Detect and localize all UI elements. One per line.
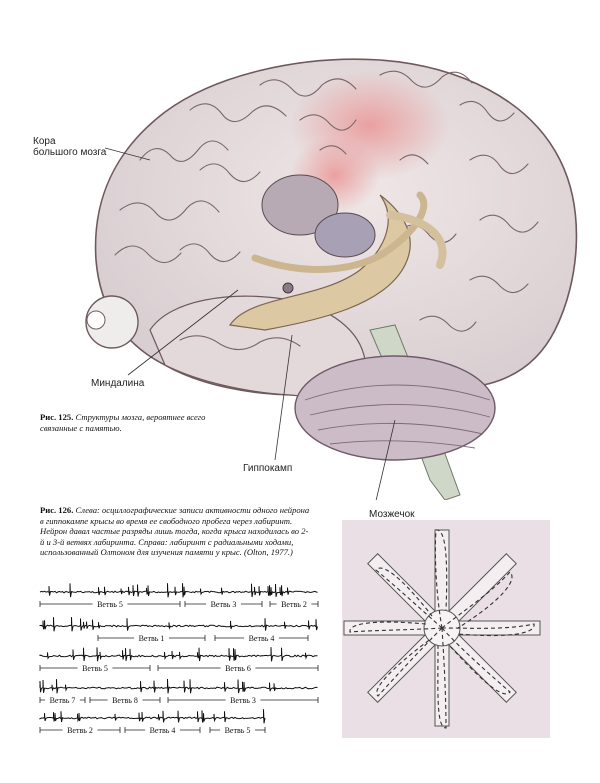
branch-label-bg (206, 599, 241, 609)
figure-125-number: Рис. 125. (40, 412, 74, 422)
branch-label-bg (225, 695, 261, 705)
branch-label-bg (92, 599, 128, 609)
branch-label-bg (220, 663, 256, 673)
trace-line (39, 583, 318, 598)
branch-label: Ветвь 2 (281, 600, 307, 609)
cerebellum-shape (294, 355, 496, 461)
trace-line (39, 617, 318, 632)
branch-label: Ветвь 6 (225, 664, 251, 673)
branch-label-bg (145, 725, 180, 735)
branch-label-bg (244, 633, 279, 643)
branch-label: Ветвь 5 (82, 664, 108, 673)
branch-label-bg (107, 695, 143, 705)
figure-126-text: Слева: осциллографические записи активно… (40, 505, 310, 558)
branch-label: Ветвь 4 (150, 726, 176, 735)
branch-label: Ветвь 7 (50, 696, 76, 705)
figure-126-number: Рис. 126. (40, 505, 74, 515)
cortex-label-line2: большого мозга (33, 147, 107, 158)
branch-label-bg (276, 599, 312, 609)
branch-label: Ветвь 2 (67, 726, 93, 735)
branch-label-bg (62, 725, 98, 735)
figure-125-text: Структуры мозга, вероятнее всего связанн… (40, 412, 206, 433)
brain-illustration (85, 58, 578, 500)
branch-label: Ветвь 4 (249, 634, 275, 643)
trace-line (39, 647, 318, 662)
branch-label: Ветвь 3 (230, 696, 256, 705)
branch-label: Ветвь 3 (211, 600, 237, 609)
branch-label: Ветвь 1 (139, 634, 165, 643)
branch-label-bg (77, 663, 113, 673)
branch-label-bg (134, 633, 169, 643)
cortex-label: Кора большого мозга (33, 136, 106, 158)
hippocampus-shape (228, 194, 411, 331)
figure-125-caption: Рис. 125. Структуры мозга, вероятнее все… (40, 412, 240, 433)
branch-label-bg (45, 695, 80, 705)
branch-label: Ветвь 5 (225, 726, 251, 735)
cortex-label-line1: Кора (33, 136, 56, 147)
oscillograph-traces: Ветвь 5 Ветвь 3 Ветвь 2 Ветвь 1 Ветвь 4 Ветвь… (39, 583, 319, 735)
cerebellum-label: Мозжечок (369, 509, 415, 520)
branch-label-bg (220, 725, 255, 735)
trace-line (39, 709, 266, 724)
radial-maze (342, 520, 550, 738)
branch-label: Ветвь 5 (97, 600, 123, 609)
amygdala-label: Миндалина (91, 378, 145, 389)
trace-line (39, 678, 318, 694)
branch-label: Ветвь 8 (112, 696, 138, 705)
figure-126-caption: Рис. 126. Слева: осциллографические запи… (40, 505, 312, 558)
hippocampus-label: Гиппокамп (243, 463, 293, 474)
